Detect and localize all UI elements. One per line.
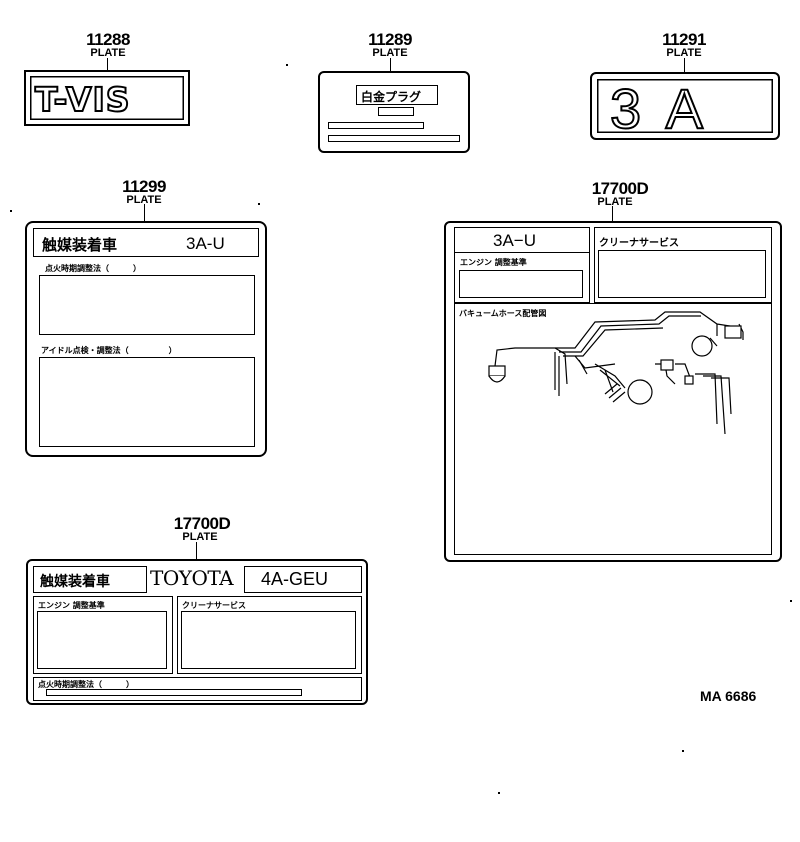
- catalyst-label: 触媒装着車: [42, 236, 118, 254]
- idle-section-box: [39, 357, 255, 447]
- timing-label: 点火時期調整法（ ）: [38, 680, 134, 689]
- leader-line: [390, 58, 391, 71]
- leader-line: [196, 542, 197, 559]
- plug-mark-box: [378, 107, 414, 116]
- engine-adjust-box: [37, 611, 167, 669]
- cleaner-box: クリーナサービス: [594, 227, 772, 303]
- part-11291-callout: 11291 PLATE: [654, 31, 714, 59]
- scan-speck: [790, 600, 792, 602]
- engine-code: 3A-U: [186, 234, 225, 253]
- part-number: 11299: [122, 177, 166, 196]
- timing-section-box: [39, 275, 255, 335]
- scan-speck: [258, 203, 260, 205]
- part-label: PLATE: [90, 47, 126, 59]
- timing-bar: [46, 689, 302, 696]
- plug-title-box: 白金プラグ: [356, 85, 438, 105]
- timing-section-label: 点火時期調整法（ ）: [45, 264, 141, 273]
- part-number: 17700D: [591, 179, 649, 198]
- cleaner-inner-box: [181, 611, 356, 669]
- plate-11288: T-VIS: [24, 70, 190, 126]
- cleaner-inner-box: [598, 250, 766, 298]
- idle-section-label: アイドル点検・調整法（ ）: [41, 346, 177, 355]
- plate-11299: 触媒装着車 3A-U 点火時期調整法（ ） アイドル点検・調整法（ ）: [25, 221, 267, 457]
- part-11288-callout: 11288 PLATE: [78, 31, 138, 59]
- leader-line: [684, 58, 685, 72]
- plug-title: 白金プラグ: [361, 90, 422, 104]
- scan-speck: [682, 750, 684, 752]
- model-box: 4A-GEU: [244, 566, 362, 593]
- vacuum-hose-label: バキュームホース配管図: [459, 309, 547, 318]
- leader-line: [107, 58, 108, 70]
- figure-code: MA 6686: [700, 688, 757, 704]
- plate-11291: 3 A: [590, 72, 780, 141]
- part-number: 11291: [662, 30, 706, 49]
- vacuum-hose-diagram: [488, 311, 744, 435]
- 3a-emblem: 3 A: [609, 76, 709, 141]
- code-bar: [328, 122, 424, 129]
- plate-11289: 白金プラグ: [318, 71, 470, 153]
- engine-code: 3A−U: [493, 231, 536, 250]
- part-label: PLATE: [126, 194, 162, 206]
- part-number: 11289: [368, 30, 412, 49]
- scan-speck: [498, 792, 500, 794]
- part-label: PLATE: [597, 196, 633, 208]
- engine-adjust-label: エンジン 調整基準: [38, 601, 105, 610]
- divider: [455, 252, 589, 253]
- plate-17700d-b: 触媒装着車 TOYOTA 4A-GEU エンジン 調整基準 クリーナサービス 点…: [26, 559, 368, 705]
- model-code: 4A-GEU: [261, 569, 329, 589]
- plate-17700d-a: 3A−U エンジン 調整基準 クリーナサービス バキュームホース配管図: [444, 221, 782, 562]
- part-label: PLATE: [182, 531, 218, 543]
- part-number: 11288: [86, 30, 130, 49]
- engine-code-box: 3A−U エンジン 調整基準: [454, 227, 590, 303]
- scan-speck: [10, 210, 12, 212]
- part-label: PLATE: [372, 47, 408, 59]
- leader-line: [144, 204, 145, 221]
- leader-line: [612, 206, 613, 221]
- cleaner-label: クリーナサービス: [599, 238, 679, 249]
- cleaner-label: クリーナサービス: [182, 601, 246, 610]
- part-17700d-callout-b: 17700D PLATE: [164, 515, 240, 543]
- code-bar: [328, 135, 460, 142]
- engine-adjust-section: エンジン 調整基準: [33, 596, 173, 674]
- part-11299-callout: 11299 PLATE: [114, 178, 174, 206]
- cleaner-section: クリーナサービス: [177, 596, 362, 674]
- engine-adjust-box: [459, 270, 583, 298]
- t-vis-emblem: T-VIS: [34, 79, 131, 120]
- part-number: 17700D: [173, 514, 231, 533]
- toyota-logo: TOYOTA: [150, 566, 234, 590]
- part-11289-callout: 11289 PLATE: [360, 31, 420, 59]
- part-label: PLATE: [666, 47, 702, 59]
- catalyst-label: 触媒装着車: [40, 574, 110, 590]
- timing-section: 点火時期調整法（ ）: [33, 677, 362, 701]
- vacuum-hose-section: バキュームホース配管図: [454, 303, 772, 555]
- catalyst-header: 触媒装着車 3A-U: [33, 228, 259, 257]
- catalyst-box: 触媒装着車: [33, 566, 147, 593]
- part-17700d-callout-a: 17700D PLATE: [582, 180, 658, 208]
- scan-speck: [286, 64, 288, 66]
- engine-adjust-label: エンジン 調整基準: [460, 258, 527, 267]
